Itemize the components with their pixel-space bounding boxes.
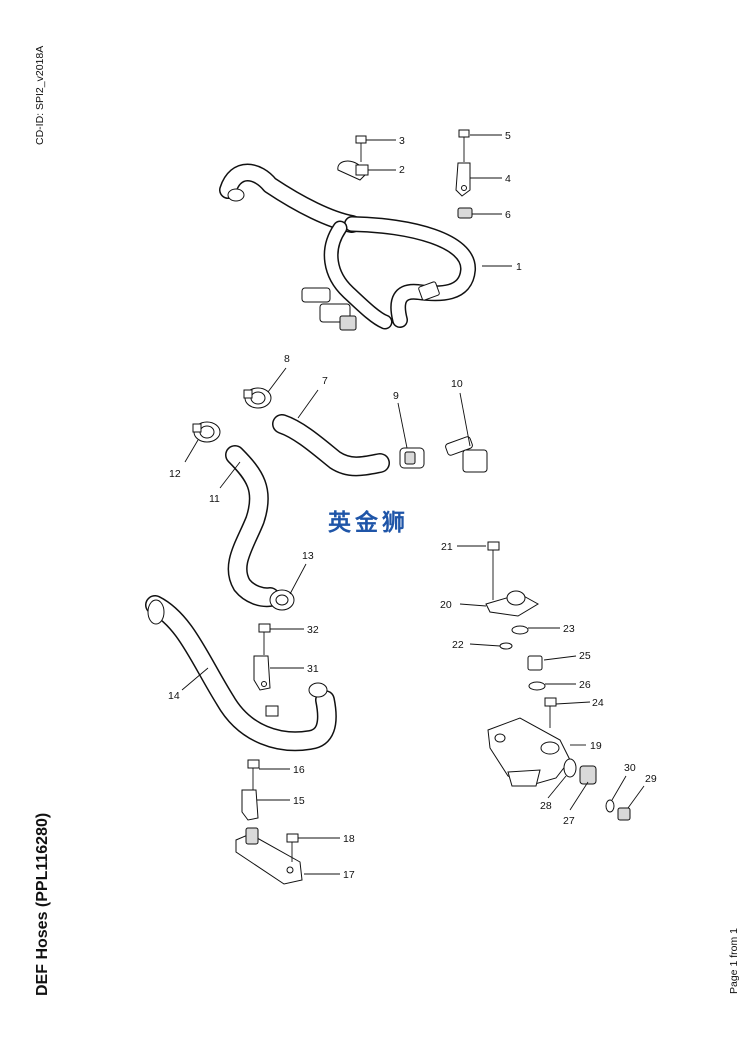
callout-14: 14	[168, 690, 180, 702]
valve-body-19	[487, 717, 571, 787]
bracket-31	[253, 655, 271, 691]
cover-20	[485, 590, 539, 617]
callout-5: 5	[505, 130, 511, 142]
hose-11	[225, 445, 280, 608]
watermark: 英金狮	[328, 510, 409, 536]
callout-19: 19	[590, 740, 602, 752]
callout-8: 8	[284, 353, 290, 365]
plug-29	[617, 807, 631, 821]
oring-28	[563, 758, 577, 778]
callout-10: 10	[451, 378, 463, 390]
plug-27	[579, 765, 597, 785]
callout-31: 31	[307, 663, 319, 675]
callout-18: 18	[343, 833, 355, 845]
callout-2: 2	[399, 164, 405, 176]
callout-23: 23	[563, 623, 575, 635]
callout-21: 21	[441, 541, 453, 553]
bolt-32	[258, 623, 271, 655]
callout-22: 22	[452, 639, 464, 651]
bolt-5	[458, 129, 470, 162]
callout-25: 25	[579, 650, 591, 662]
bolt-21	[487, 541, 500, 600]
nut-6	[457, 207, 473, 219]
washer-26	[528, 681, 546, 691]
callout-7: 7	[322, 375, 328, 387]
callout-26: 26	[579, 679, 591, 691]
oring-23	[511, 625, 529, 635]
callout-15: 15	[293, 795, 305, 807]
callout-11: 11	[209, 493, 220, 505]
callout-4: 4	[505, 173, 511, 185]
callout-20: 20	[440, 599, 452, 611]
leader-lines	[181, 134, 645, 875]
callout-27: 27	[563, 815, 575, 827]
callout-17: 17	[343, 869, 355, 881]
clip-2	[337, 160, 369, 181]
hose-14	[145, 595, 337, 752]
plug-25	[527, 655, 543, 671]
clamp-8	[243, 387, 272, 409]
hose-assembly-upper	[219, 163, 476, 331]
callout-28: 28	[540, 800, 552, 812]
mounting-bracket-17	[235, 827, 303, 885]
callout-6: 6	[505, 209, 511, 221]
callout-29: 29	[645, 773, 657, 785]
callout-32: 32	[307, 624, 319, 636]
callout-13: 13	[302, 550, 314, 562]
callout-numbers: 1 2 3 4 5 6 7 8 9 10 11 12 13 14 15 16 1…	[168, 130, 657, 881]
bracket-4	[455, 162, 471, 197]
callout-3: 3	[399, 135, 405, 147]
callout-30: 30	[624, 762, 636, 774]
bolt-16	[247, 759, 260, 790]
callout-16: 16	[293, 764, 305, 776]
connector-9	[399, 447, 425, 469]
hose-7	[272, 414, 390, 477]
elbow-connector-10	[445, 436, 488, 473]
callout-12: 12	[169, 468, 181, 480]
bracket-15	[241, 789, 259, 821]
oring-22	[499, 642, 513, 650]
clamp-13	[269, 589, 295, 611]
callout-24: 24	[592, 697, 604, 709]
callout-9: 9	[393, 390, 399, 402]
bolt-3	[355, 135, 367, 162]
clamp-12	[192, 421, 221, 443]
bolt-24	[544, 697, 557, 728]
oring-30	[605, 799, 615, 813]
callout-1: 1	[516, 261, 522, 273]
